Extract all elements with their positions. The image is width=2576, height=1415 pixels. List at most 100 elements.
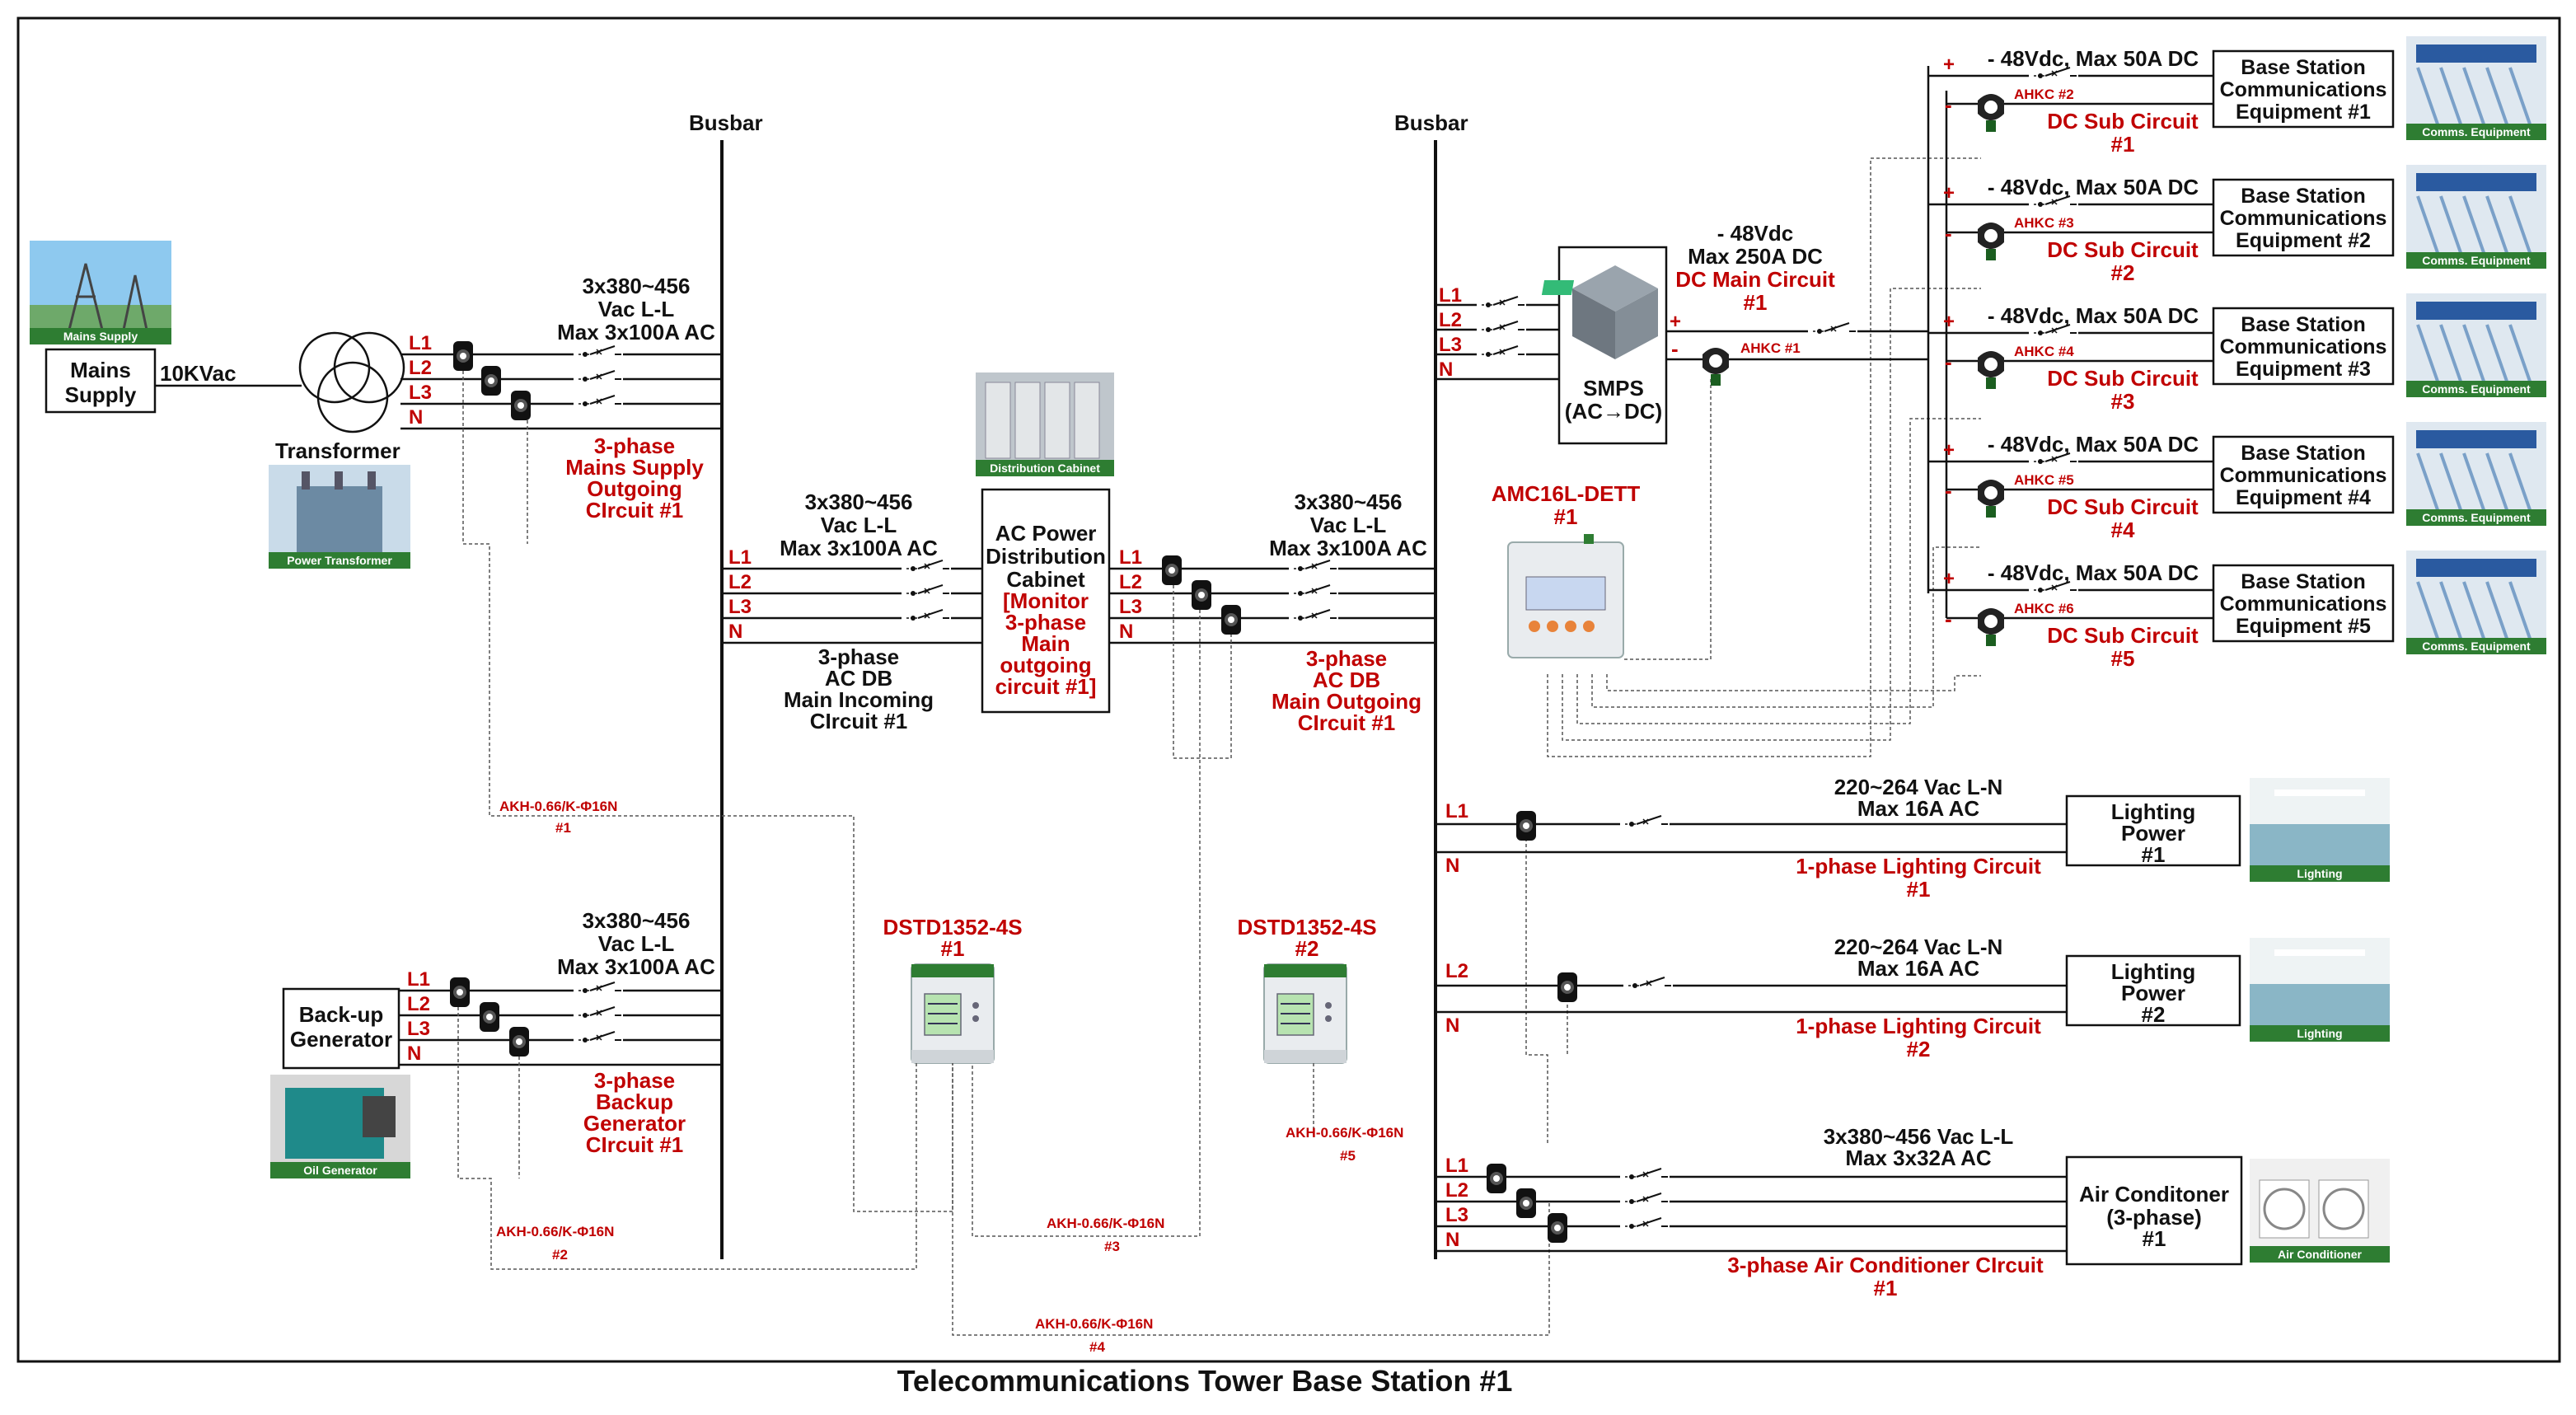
cabinet-box [981, 488, 1111, 714]
light1-n: N [1445, 855, 1459, 877]
cabinet-photo: Distribution Cabinet [976, 372, 1114, 476]
dc-sub-ahkc-label: AHKC #6 [2014, 601, 2074, 616]
acdb-out-name-1: 3-phase [1306, 646, 1387, 671]
gen-l3: L3 [407, 1018, 430, 1040]
dc-sub-plus: + [1943, 568, 1955, 590]
busbar-right-label: Busbar [1394, 110, 1468, 135]
ahkc-1-label: AHKC #1 [1740, 340, 1801, 356]
gen-n: N [407, 1043, 421, 1065]
transformer-label: Transformer [275, 438, 400, 463]
dc-sub-num: #1 [2111, 132, 2135, 157]
dc-sub-ahkc-label: AHKC #3 [2014, 215, 2074, 231]
light1-rating-1: 220~264 Vac L-N [1834, 775, 2003, 799]
mains-l1: L1 [409, 332, 432, 354]
akh4-num: #4 [1089, 1339, 1105, 1355]
ac-l2: L2 [1445, 1179, 1468, 1202]
dc-main-plus: + [1670, 311, 1681, 333]
acdb-in-n: N [728, 621, 742, 643]
gen-name-2: Backup [596, 1089, 673, 1114]
dc-sub-num: #3 [2111, 389, 2135, 414]
light2-n: N [1445, 1014, 1459, 1037]
acdb-out-name-4: CIrcuit #1 [1298, 710, 1396, 735]
dc-sub-name: DC Sub Circuit [2047, 109, 2199, 134]
acdb-in-name-4: CIrcuit #1 [810, 709, 908, 733]
aircon-box-3: #1 [2143, 1226, 2166, 1251]
mains-label-1: Mains [70, 358, 131, 382]
generator-box [282, 987, 400, 1070]
breaker-mains-l1 [574, 346, 623, 357]
dstd1-label-2: #1 [941, 936, 965, 961]
ct-gen-l2 [480, 1002, 499, 1032]
mains-out-name-4: CIrcuit #1 [586, 498, 684, 522]
light2-name: 1-phase Lighting Circuit [1796, 1014, 2041, 1038]
light2-rating-1: 220~264 Vac L-N [1834, 935, 2003, 959]
akh2-label: AKH-0.66/K-Φ16N [496, 1224, 614, 1239]
acdb-in-rating-1: 3x380~456 [805, 490, 913, 514]
dc-main-name-2: #1 [1744, 290, 1768, 315]
amc16l-meter [1507, 534, 1624, 658]
gen-l2: L2 [407, 993, 430, 1015]
acdb-out-n: N [1119, 621, 1133, 643]
mains-out-rating-3: Max 3x100A AC [557, 320, 715, 344]
ct-light1 [1516, 811, 1536, 841]
light1-box-2: Power [2121, 821, 2185, 846]
comms-photo-label: Comms. Equipment [2422, 640, 2531, 653]
ahkc-sensor [1978, 480, 2004, 518]
ct-ac-l3 [1548, 1213, 1567, 1243]
cabinet-line-1: AC Power [995, 521, 1097, 546]
cabinet-note-2: 3-phase [1005, 610, 1086, 635]
comms-equipment-photo: Comms. Equipment [2406, 36, 2546, 140]
ct-ac-l1 [1487, 1164, 1506, 1193]
smps-l3: L3 [1439, 334, 1462, 356]
light1-name: 1-phase Lighting Circuit [1796, 854, 2041, 879]
dc-sub-minus: - [1945, 607, 1952, 631]
aircon-num: #1 [1874, 1276, 1898, 1300]
dc-sub-minus: - [1945, 92, 1952, 117]
light2-box-2: Power [2121, 981, 2185, 1005]
breaker-ac-l2 [1620, 1193, 1670, 1204]
acdb-out-rating-1: 3x380~456 [1295, 490, 1403, 514]
breaker-acdb-in-l1 [902, 560, 951, 571]
dc-sub-ahkc-label: AHKC #4 [2014, 344, 2074, 359]
aircon-box-1: Air Conditoner [2079, 1182, 2229, 1206]
dc-sub-ahkc-label: AHKC #5 [2014, 472, 2074, 488]
comms-equipment-line-3: Equipment #3 [2236, 358, 2371, 381]
breaker-gen-l1 [574, 982, 623, 993]
mains-photo: Mains Supply [30, 241, 171, 344]
acdb-out-name-3: Main Outgoing [1272, 689, 1421, 714]
generator-photo: Oil Generator [270, 1075, 410, 1178]
ac-l3: L3 [1445, 1204, 1468, 1226]
amc-label-2: #1 [1554, 504, 1578, 529]
aircon-photo-label: Air Conditioner [2278, 1248, 2362, 1261]
comms-equipment-line-3: Equipment #4 [2236, 486, 2371, 509]
comms-photo-label: Comms. Equipment [2422, 254, 2531, 267]
acdb-out-rating-2: Vac L-L [1310, 513, 1387, 537]
comms-photo-label: Comms. Equipment [2422, 511, 2531, 524]
dstd2-label-2: #2 [1295, 936, 1319, 961]
gen-name-1: 3-phase [594, 1068, 675, 1093]
aircon-photo: Air Conditioner [2250, 1159, 2390, 1263]
ahkc-sensor [1978, 94, 2004, 132]
breaker-acdb-in-l2 [902, 585, 951, 596]
smps-line-2: (AC→DC) [1565, 399, 1662, 424]
light2-num: #2 [1907, 1037, 1931, 1061]
comms-equipment-line-1: Base Station [2241, 313, 2365, 336]
gen-rating-1: 3x380~456 [583, 908, 691, 933]
ahkc-sensor-1 [1703, 348, 1729, 386]
comms-equipment-photo: Comms. Equipment [2406, 422, 2546, 526]
acdb-out-name-2: AC DB [1313, 668, 1380, 692]
ct-gen-l3 [509, 1027, 529, 1057]
gen-l1: L1 [407, 968, 430, 991]
mains-out-name-3: Outgoing [587, 476, 682, 501]
cabinet-line-2: Distribution [986, 544, 1106, 569]
smps-photo [1541, 265, 1658, 359]
ct-light2 [1557, 972, 1577, 1002]
breaker-mains-l2 [574, 371, 623, 382]
dc-sub-plus: + [1943, 54, 1955, 76]
light1-phase: L1 [1445, 800, 1468, 822]
light2-box-1: Lighting [2111, 959, 2196, 984]
breaker-ac-l1 [1620, 1169, 1670, 1179]
